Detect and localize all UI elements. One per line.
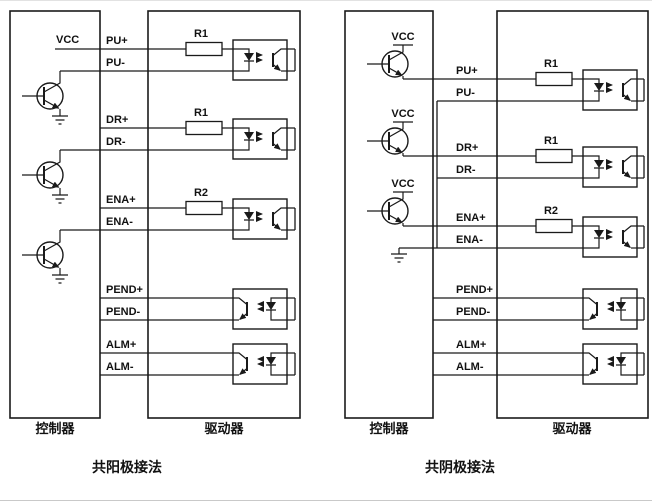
- driver-caption: 驱动器: [204, 421, 244, 436]
- signal-label: DR-: [106, 136, 126, 148]
- signal-label: PU+: [456, 65, 478, 77]
- optocoupler-icon: [233, 119, 287, 159]
- controller-caption: 控制器: [369, 421, 409, 436]
- signal-label: ENA+: [456, 212, 486, 224]
- resistor-label: R1: [544, 135, 558, 147]
- signal-label: ENA-: [106, 216, 133, 228]
- common-anode-diagram: VCC PU+ PU- DR+ DR- ENA+ ENA- PEND+ PEND…: [9, 10, 301, 475]
- optocoupler-icon: [233, 289, 287, 329]
- diagram-title: 共阳极接法: [92, 459, 162, 475]
- resistor-icon: [185, 120, 223, 136]
- optocoupler-icon: [583, 70, 637, 110]
- controller-box: [9, 10, 101, 419]
- optocoupler-icon: [583, 147, 637, 187]
- signal-label: ALM+: [106, 339, 136, 351]
- vcc-label: VCC: [391, 178, 414, 190]
- vcc-label: VCC: [391, 31, 414, 43]
- optocoupler-icon: [583, 217, 637, 257]
- resistor-label: R2: [544, 205, 558, 217]
- driver-caption: 驱动器: [552, 421, 592, 436]
- controller-caption: 控制器: [35, 421, 75, 436]
- resistor-label: R1: [194, 107, 208, 119]
- resistor-label: R1: [544, 58, 558, 70]
- resistor-label: R2: [194, 187, 208, 199]
- signal-label: PU-: [106, 57, 125, 69]
- signal-label: PEND+: [106, 284, 143, 296]
- signal-label: PEND-: [456, 306, 491, 318]
- resistor-icon: [535, 71, 573, 87]
- signal-label: ALM+: [456, 339, 486, 351]
- signal-label: PU-: [456, 87, 475, 99]
- signal-label: ENA-: [456, 234, 483, 246]
- signal-label: DR+: [456, 142, 478, 154]
- signal-label: PEND+: [456, 284, 493, 296]
- wires: [55, 48, 296, 376]
- signal-label: ENA+: [106, 194, 136, 206]
- optocoupler-icon: [233, 40, 287, 80]
- signal-label: DR-: [456, 164, 476, 176]
- resistor-icon: [535, 148, 573, 164]
- vcc-label: VCC: [391, 108, 414, 120]
- common-cathode-diagram: VCC VCC VCC PU+ PU- DR+ DR- ENA+ ENA- PE…: [344, 10, 649, 475]
- signal-label: ALM-: [456, 361, 484, 373]
- optocoupler-icon: [233, 344, 287, 384]
- resistor-icon: [185, 41, 223, 57]
- optocoupler-icon: [583, 289, 637, 329]
- resistor-icon: [185, 200, 223, 216]
- resistor-icon: [535, 218, 573, 234]
- signal-label: PEND-: [106, 306, 141, 318]
- optocoupler-icon: [233, 199, 287, 239]
- resistor-label: R1: [194, 28, 208, 40]
- signal-label: DR+: [106, 114, 128, 126]
- signal-label: PU+: [106, 35, 128, 47]
- signal-label: ALM-: [106, 361, 134, 373]
- diagram-title: 共阴极接法: [425, 459, 495, 475]
- vcc-label: VCC: [56, 34, 79, 46]
- optocoupler-icon: [583, 344, 637, 384]
